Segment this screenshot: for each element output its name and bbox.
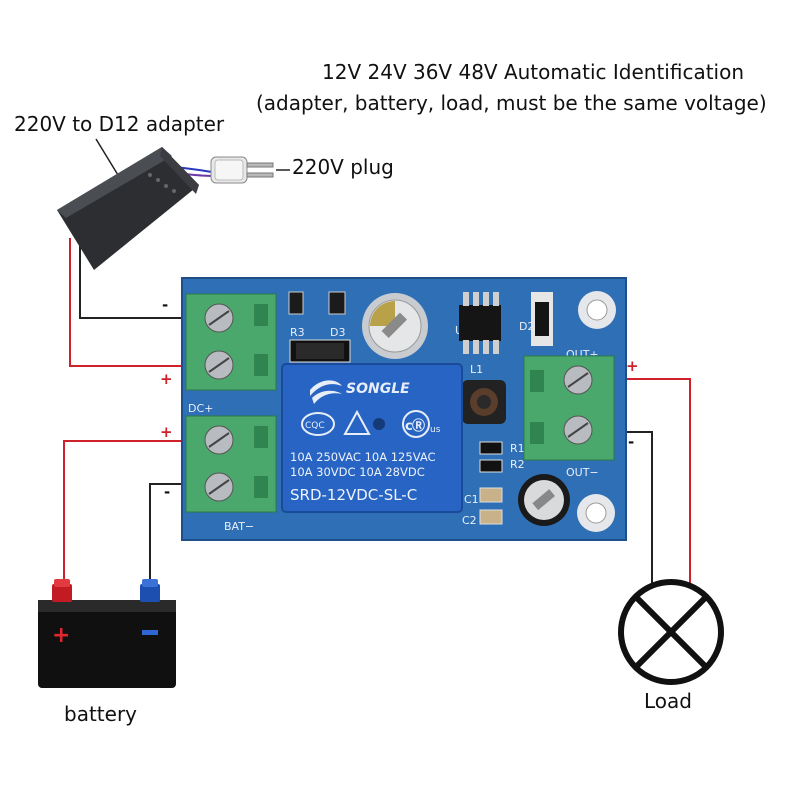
load-plus-mark: +: [626, 357, 639, 375]
resistor-r3: [288, 291, 304, 315]
relay-rating-row1: 10A 250VAC 10A 125VAC: [290, 450, 436, 464]
cqc-text: CQC: [305, 421, 325, 431]
warning-triangle-icon: [343, 409, 371, 435]
svg-text:c: c: [405, 419, 413, 434]
battery-plus-sign: +: [52, 623, 70, 648]
terminal-battery: [185, 415, 277, 513]
plug-icon: [210, 156, 290, 184]
terminal-dc-input: [185, 293, 277, 391]
power-adapter: [57, 147, 199, 270]
capacitor-c2: [479, 509, 503, 525]
terminal-output: [523, 355, 615, 461]
load-label: Load: [644, 689, 692, 713]
battery-minus-sign: [142, 630, 158, 635]
label-r2: R2: [510, 458, 525, 471]
adapter-plus-mark: +: [160, 370, 173, 388]
label-c1: C1: [464, 493, 479, 506]
songle-logo: [310, 380, 342, 404]
svg-text:Ⓡ: Ⓡ: [412, 418, 425, 434]
inductor-l1: [462, 380, 506, 424]
label-out-minus: OUT−: [566, 466, 599, 479]
label-d2: D2: [519, 320, 534, 333]
battery-label: battery: [64, 702, 137, 726]
svg-text:us: us: [430, 425, 441, 435]
capacitor-top: [362, 293, 428, 359]
relay-model: SRD-12VDC-SL-C: [290, 486, 417, 504]
battery-plus-mark: +: [160, 423, 173, 441]
adapter-negative-wire: [79, 238, 210, 319]
cqc-mark: CQC: [301, 412, 335, 436]
diode-d2: [531, 292, 553, 346]
plug-label: 220V plug: [292, 155, 394, 179]
label-r1: R1: [510, 442, 525, 455]
adapter-label: 220V to D12 adapter: [14, 112, 225, 136]
label-l1: L1: [470, 363, 483, 376]
adapter-positive-wire: [69, 238, 210, 367]
load-lamp-icon: [618, 579, 724, 685]
relay-rating-row2: 10A 30VDC 10A 28VDC: [290, 465, 425, 479]
load-minus-mark: -: [628, 433, 634, 451]
adapter-callout-line: [95, 138, 119, 176]
relay-adjust-hole: [373, 418, 385, 430]
relay-brand: SONGLE: [346, 381, 410, 397]
label-bat-minus: BAT−: [224, 520, 254, 533]
ic-u2: [459, 292, 501, 354]
battery-positive-wire: [63, 440, 210, 592]
mount-hole-top-right: [578, 291, 616, 329]
label-dc-plus: DC+: [188, 402, 213, 415]
ul-mark: c Ⓡ us: [402, 410, 441, 438]
capacitor-bottom: [518, 474, 570, 526]
label-d3: D3: [330, 326, 345, 339]
capacitor-c1: [479, 487, 503, 503]
battery-icon: +: [38, 579, 176, 688]
label-r3: R3: [290, 326, 305, 339]
diode-d3: [328, 291, 346, 315]
title-line-1: 12V 24V 36V 48V Automatic Identification: [322, 60, 745, 84]
polarity-marks: - + + - + -: [160, 296, 639, 501]
label-c2: C2: [462, 514, 477, 527]
relay: SONGLE CQC c Ⓡ us 10A 250VAC 10A 125VAC …: [281, 363, 463, 513]
resistor-r2: [479, 459, 503, 473]
resistor-r1: [479, 441, 503, 455]
adapter-minus-mark: -: [162, 296, 168, 314]
battery-minus-mark: -: [164, 483, 170, 501]
pcb-board: DC+ BAT− OUT+ OUT− R3 D3 U2 D2 L1 R1 R2 …: [181, 277, 627, 541]
mount-hole-bottom-right: [577, 494, 615, 532]
title-line-2: (adapter, battery, load, must be the sam…: [256, 91, 767, 115]
